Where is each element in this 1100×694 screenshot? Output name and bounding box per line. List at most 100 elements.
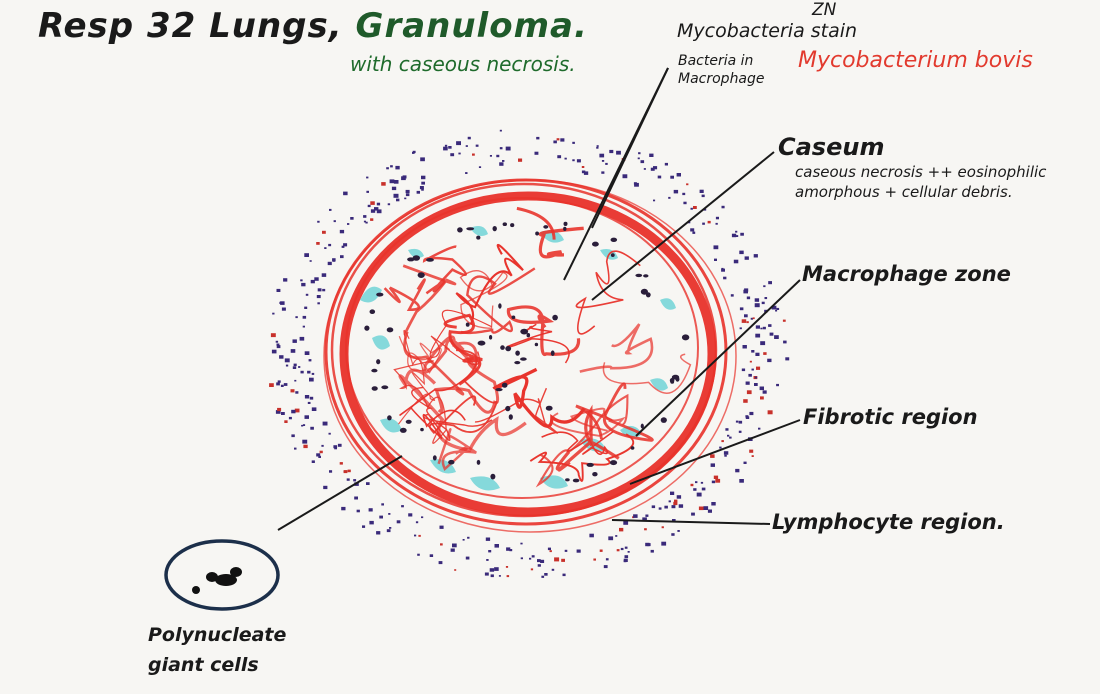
lymphocyte-dot [490,574,494,578]
lymphocyte-dot [760,341,766,346]
lymphocyte-dot [391,186,397,191]
lymphocyte-dot [295,316,298,319]
lymphocyte-dot [294,447,297,450]
nucleus [371,386,378,391]
lymphocyte-dot [322,288,326,292]
lymphocyte-dot [311,407,317,411]
lymphocyte-dot [719,446,722,449]
lymphocyte-dot [499,162,504,166]
lymphocyte-dot [304,253,309,257]
lymphocyte-dot [379,515,383,519]
lymphocyte-dot [581,170,586,174]
lymphocyte-dot [356,509,360,513]
lymphocyte-dot [715,478,721,483]
lymphocyte-dot [505,146,511,151]
lymphocyte-dot [544,573,548,576]
lymphocyte-dot [721,440,724,443]
lymphocyte-dot [518,158,523,162]
lymphocyte-dot [292,339,297,343]
lymphocyte-dot [692,231,696,234]
lymphocyte-dot [624,555,629,559]
lymphocyte-dot [353,479,357,482]
lymphocyte-dot [683,201,687,205]
lymphocyte-dot [739,327,742,330]
lymphocyte-dot [304,415,309,419]
lymphocyte-dot [616,150,621,155]
lymphocyte-dot [370,201,375,205]
lymphocyte-dot [350,217,354,220]
lymphocyte-dot [711,502,716,506]
lymphocyte-dot [738,430,742,433]
lymphocyte-dot [279,301,283,304]
lymphocyte-dot [304,395,310,399]
lymphocyte-dot [393,193,399,198]
lymphocyte-dot [701,487,706,491]
lymphocyte-dot [572,159,575,162]
lymphocyte-dot [710,454,715,458]
lymphocyte-dot [650,167,655,171]
lymphocyte-dot [537,559,541,563]
lymphocyte-dot [710,463,715,467]
lymphocyte-dot [560,138,565,142]
lymphocyte-dot [294,408,300,413]
lymphocyte-dot [276,345,281,349]
lymphocyte-dot [366,190,369,193]
lymphocyte-dot [729,436,732,439]
fibrin-strand [506,305,581,357]
nucleus [635,273,643,278]
lymphocyte-dot [735,235,739,237]
lymphocyte-dot [301,282,306,287]
nucleus [586,462,594,467]
fibrin-strand [422,245,468,295]
giant-cell-inset [164,539,280,611]
lymphocyte-dot [393,180,399,184]
lymphocyte-dot [713,245,719,250]
lymphocyte-dot [386,167,389,170]
lymphocyte-dot [280,355,284,358]
fibrin-strand [529,433,635,482]
lymphocyte-dot [327,261,332,266]
lymphocyte-dot [745,381,750,385]
lymphocyte-dot [458,152,461,155]
lymphocyte-dot [329,470,333,473]
nucleus [376,292,384,297]
lymphocyte-dot [309,260,312,262]
nucleus [552,314,558,321]
lymphocyte-dot [402,175,407,179]
lymphocyte-dot [412,150,416,154]
nucleus [492,226,497,232]
lymphocyte-dot [599,549,603,552]
lymphocyte-dot [467,136,471,140]
fibrin-strand [541,430,614,456]
lymphocyte-dot [749,449,754,453]
lymphocyte-dot [650,549,654,553]
lymphocyte-dot [768,281,772,285]
lymphocyte-dot [644,528,647,531]
giant-cells-label: Polynucleate giant cells [148,624,287,676]
nucleus [476,459,481,465]
fibrin-strand [460,267,536,335]
lymphocyte-dot [367,204,371,208]
lymphocyte-dot [556,138,560,141]
lymphocyte-dot [601,171,605,174]
lymphocyte-dot [489,155,492,157]
nucleus [510,223,515,228]
lymphocyte-dot [627,551,630,553]
lymphocyte-dot [725,428,729,431]
lymphocyte-dot [754,376,758,379]
nucleus [417,272,425,278]
lymphocyte-dot [730,294,734,297]
lymphocyte-dot [723,451,729,455]
lymphocyte-dot [754,383,758,386]
nucleus [495,388,503,392]
lymphocyte-dot [690,483,694,487]
lymphocyte-dot [414,534,417,537]
lymphocyte-dot [761,301,765,305]
lymphocyte-dot [691,512,695,516]
lymphocyte-dot [746,390,752,395]
lymphocyte-dot [643,168,646,170]
lymphocyte-dot [619,527,624,532]
lymphocyte-dot [295,391,299,394]
lymphocyte-dot [640,160,645,164]
lymphocyte-dot [317,288,322,292]
